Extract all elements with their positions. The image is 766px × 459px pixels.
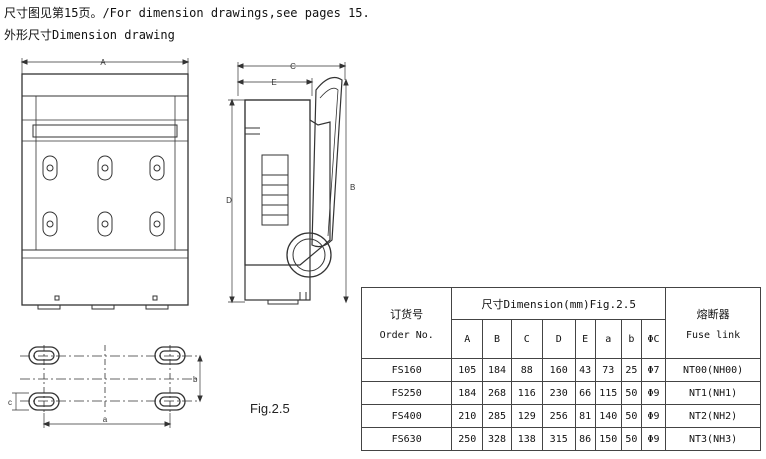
front-view: A: [20, 58, 190, 310]
table-row: FS400 210 285 129 256 81 140 50 Φ9 NT2(N…: [360, 404, 761, 428]
col-header-A: A: [451, 319, 484, 359]
dim-label-c: c: [8, 398, 12, 407]
table-row: FS250 184 268 116 230 66 115 50 Φ9 NT1(N…: [360, 381, 761, 405]
dim-label-C: C: [290, 62, 296, 71]
table-row: FS630 250 328 138 315 86 150 50 Φ9 NT3(N…: [360, 427, 761, 451]
dim-label-A: A: [100, 58, 106, 67]
col-header-C: C: [510, 319, 543, 359]
col-header-a: a: [594, 319, 623, 359]
col-header-D: D: [541, 319, 576, 359]
dim-label-E: E: [271, 78, 276, 87]
reference-note: 尺寸图见第15页。/For dimension drawings,see pag…: [4, 6, 370, 20]
table-row: FS160 105 184 88 160 43 73 25 Φ7 NT00(NH…: [360, 358, 761, 382]
dimension-table: 订货号 Order No. 尺寸Dimension(mm)Fig.2.5 熔断器…: [360, 287, 761, 451]
figure-caption: Fig.2.5: [250, 401, 290, 416]
header-fuse-link: 熔断器 Fuse link: [665, 287, 761, 359]
dim-label-b: b: [193, 375, 198, 384]
col-header-b: b: [621, 319, 642, 359]
col-header-E: E: [574, 319, 596, 359]
hole-pattern-view: a b c: [8, 345, 203, 428]
col-header-phiC: ΦC: [640, 319, 667, 359]
header-dimension: 尺寸Dimension(mm)Fig.2.5: [451, 287, 667, 320]
section-title: 外形尺寸Dimension drawing: [4, 28, 175, 42]
col-header-B: B: [482, 319, 512, 359]
header-order-no: 订货号 Order No.: [360, 287, 453, 359]
side-view: C E D B: [226, 62, 355, 305]
dim-label-D: D: [226, 196, 232, 205]
dim-label-a: a: [103, 415, 108, 424]
dim-label-B: B: [350, 183, 355, 192]
